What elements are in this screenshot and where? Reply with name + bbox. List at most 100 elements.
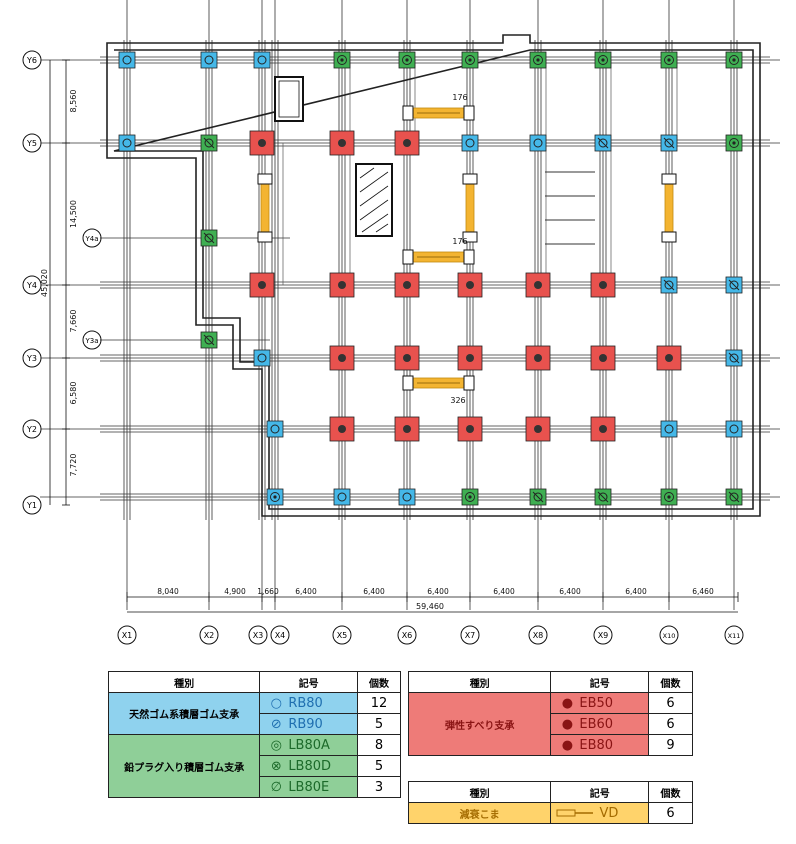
symbol-header: 記号: [259, 671, 359, 693]
bearing-mark: [203, 334, 215, 346]
bottom-dimension: 6,400: [559, 587, 581, 596]
bearing-mark: [664, 138, 674, 148]
rb-bearing: [725, 420, 743, 438]
slide-bearing-label: 弾性すべり支承: [407, 692, 552, 756]
bearing-mark: [402, 492, 412, 502]
bearing-mark: [338, 425, 346, 433]
damper-end: [402, 375, 414, 391]
bearing-mark: [340, 58, 344, 62]
bearing-mark: [599, 354, 607, 362]
bearing-mark: [663, 137, 675, 149]
count-vd: 6: [648, 802, 693, 824]
column-label-circle: [397, 625, 417, 645]
bearings: [118, 51, 743, 506]
bearing-mark: [468, 58, 472, 62]
bearing-mark: [728, 491, 740, 503]
left-dimension: 45,020: [40, 269, 49, 297]
rb-bearing: [660, 420, 678, 438]
bearing-mark: [729, 353, 739, 363]
count-header: 個数: [648, 671, 693, 693]
bearing-mark: [122, 55, 132, 65]
row-label: Y4a: [84, 235, 98, 243]
bearing-mark: [337, 492, 347, 502]
bearing-mark: [534, 425, 542, 433]
column-label-circle: [270, 625, 290, 645]
damper-vertical: [664, 177, 674, 239]
column-label-circle: [199, 625, 219, 645]
left-dimension: 8,560: [69, 90, 78, 113]
code-eb60: EB60: [579, 716, 614, 732]
symbol-eb50: ●EB50: [550, 692, 650, 714]
count-header: 個数: [357, 671, 401, 693]
filled-circle-icon: ●: [561, 716, 574, 732]
damper-end: [462, 231, 478, 243]
eb-bearing: [656, 345, 682, 371]
row-label: Y1: [26, 501, 37, 510]
beams: [282, 60, 678, 285]
count-eb80: 9: [648, 734, 693, 756]
openings: [274, 76, 595, 245]
row-label-circle: [22, 50, 42, 70]
eb-bearing: [457, 416, 483, 442]
symbol-header: 記号: [550, 781, 650, 803]
filled-circle-icon: ●: [561, 737, 574, 753]
bearing-mark: [598, 55, 608, 65]
rb-bearing: [200, 51, 218, 69]
column-label: X7: [465, 631, 476, 640]
row-label-circle: [22, 348, 42, 368]
row-label-circle: [22, 275, 42, 295]
bearing-mark: [664, 55, 674, 65]
bearing-mark: [534, 354, 542, 362]
damper-end: [661, 231, 677, 243]
bearing-mark: [599, 281, 607, 289]
symbol-eb80: ● EB80: [550, 734, 650, 756]
symbol-lb80e: ∅LB80E: [259, 776, 359, 798]
kind-header: 種別: [407, 671, 552, 693]
bearing-mark: [204, 55, 214, 65]
column-label: X4: [275, 631, 286, 640]
damper-end: [463, 249, 475, 265]
code-lb80a: LB80A: [288, 737, 330, 753]
row-label: Y2: [26, 425, 37, 434]
bottom-dimension: 1,660: [257, 587, 279, 596]
bearing-mark: [664, 424, 674, 434]
bearing-mark: [403, 139, 411, 147]
row-label: Y5: [26, 139, 37, 148]
code-lb80d: LB80D: [288, 758, 332, 774]
rb-bearing: [118, 51, 136, 69]
row-label: Y3a: [84, 337, 98, 345]
symbol-rb80: ○RB80: [259, 692, 359, 714]
bearing-mark: [204, 335, 214, 345]
code-lb80e: LB80E: [288, 779, 330, 795]
bearing-mark: [599, 425, 607, 433]
bottom-dimension: 6,400: [427, 587, 449, 596]
row-label: Y4: [26, 281, 37, 290]
symbol-header: 記号: [550, 671, 650, 693]
damper-end: [463, 105, 475, 121]
rb-bearing: [253, 349, 271, 367]
double-circle-icon: ◎: [270, 737, 282, 753]
code-eb80: EB80: [579, 737, 614, 753]
damper-table: 種別 記号 個数 減衰こま VD 6: [407, 781, 693, 824]
left-dimension: 14,500: [69, 200, 78, 228]
bearing-mark: [338, 281, 346, 289]
damper-icon: [556, 809, 594, 817]
count-rb80: 12: [357, 692, 401, 714]
bearing-mark: [729, 492, 739, 502]
damper-end: [257, 173, 273, 185]
count-lb80a: 8: [357, 734, 401, 756]
lead-bearing-label: 鉛プラグ入り積層ゴム支承: [107, 734, 261, 798]
bearing-mark: [533, 492, 543, 502]
code-vd: VD: [599, 805, 619, 821]
crossed-circle-icon: ⊗: [270, 758, 282, 774]
column-label: X11: [728, 632, 741, 640]
eb-bearing: [329, 272, 355, 298]
bearing-mark: [729, 55, 739, 65]
total-width: 59,460: [416, 602, 444, 611]
count-rb90: 5: [357, 713, 401, 735]
code-rb80: RB80: [288, 695, 323, 711]
bearing-mark: [122, 138, 132, 148]
dampers: [257, 105, 677, 391]
